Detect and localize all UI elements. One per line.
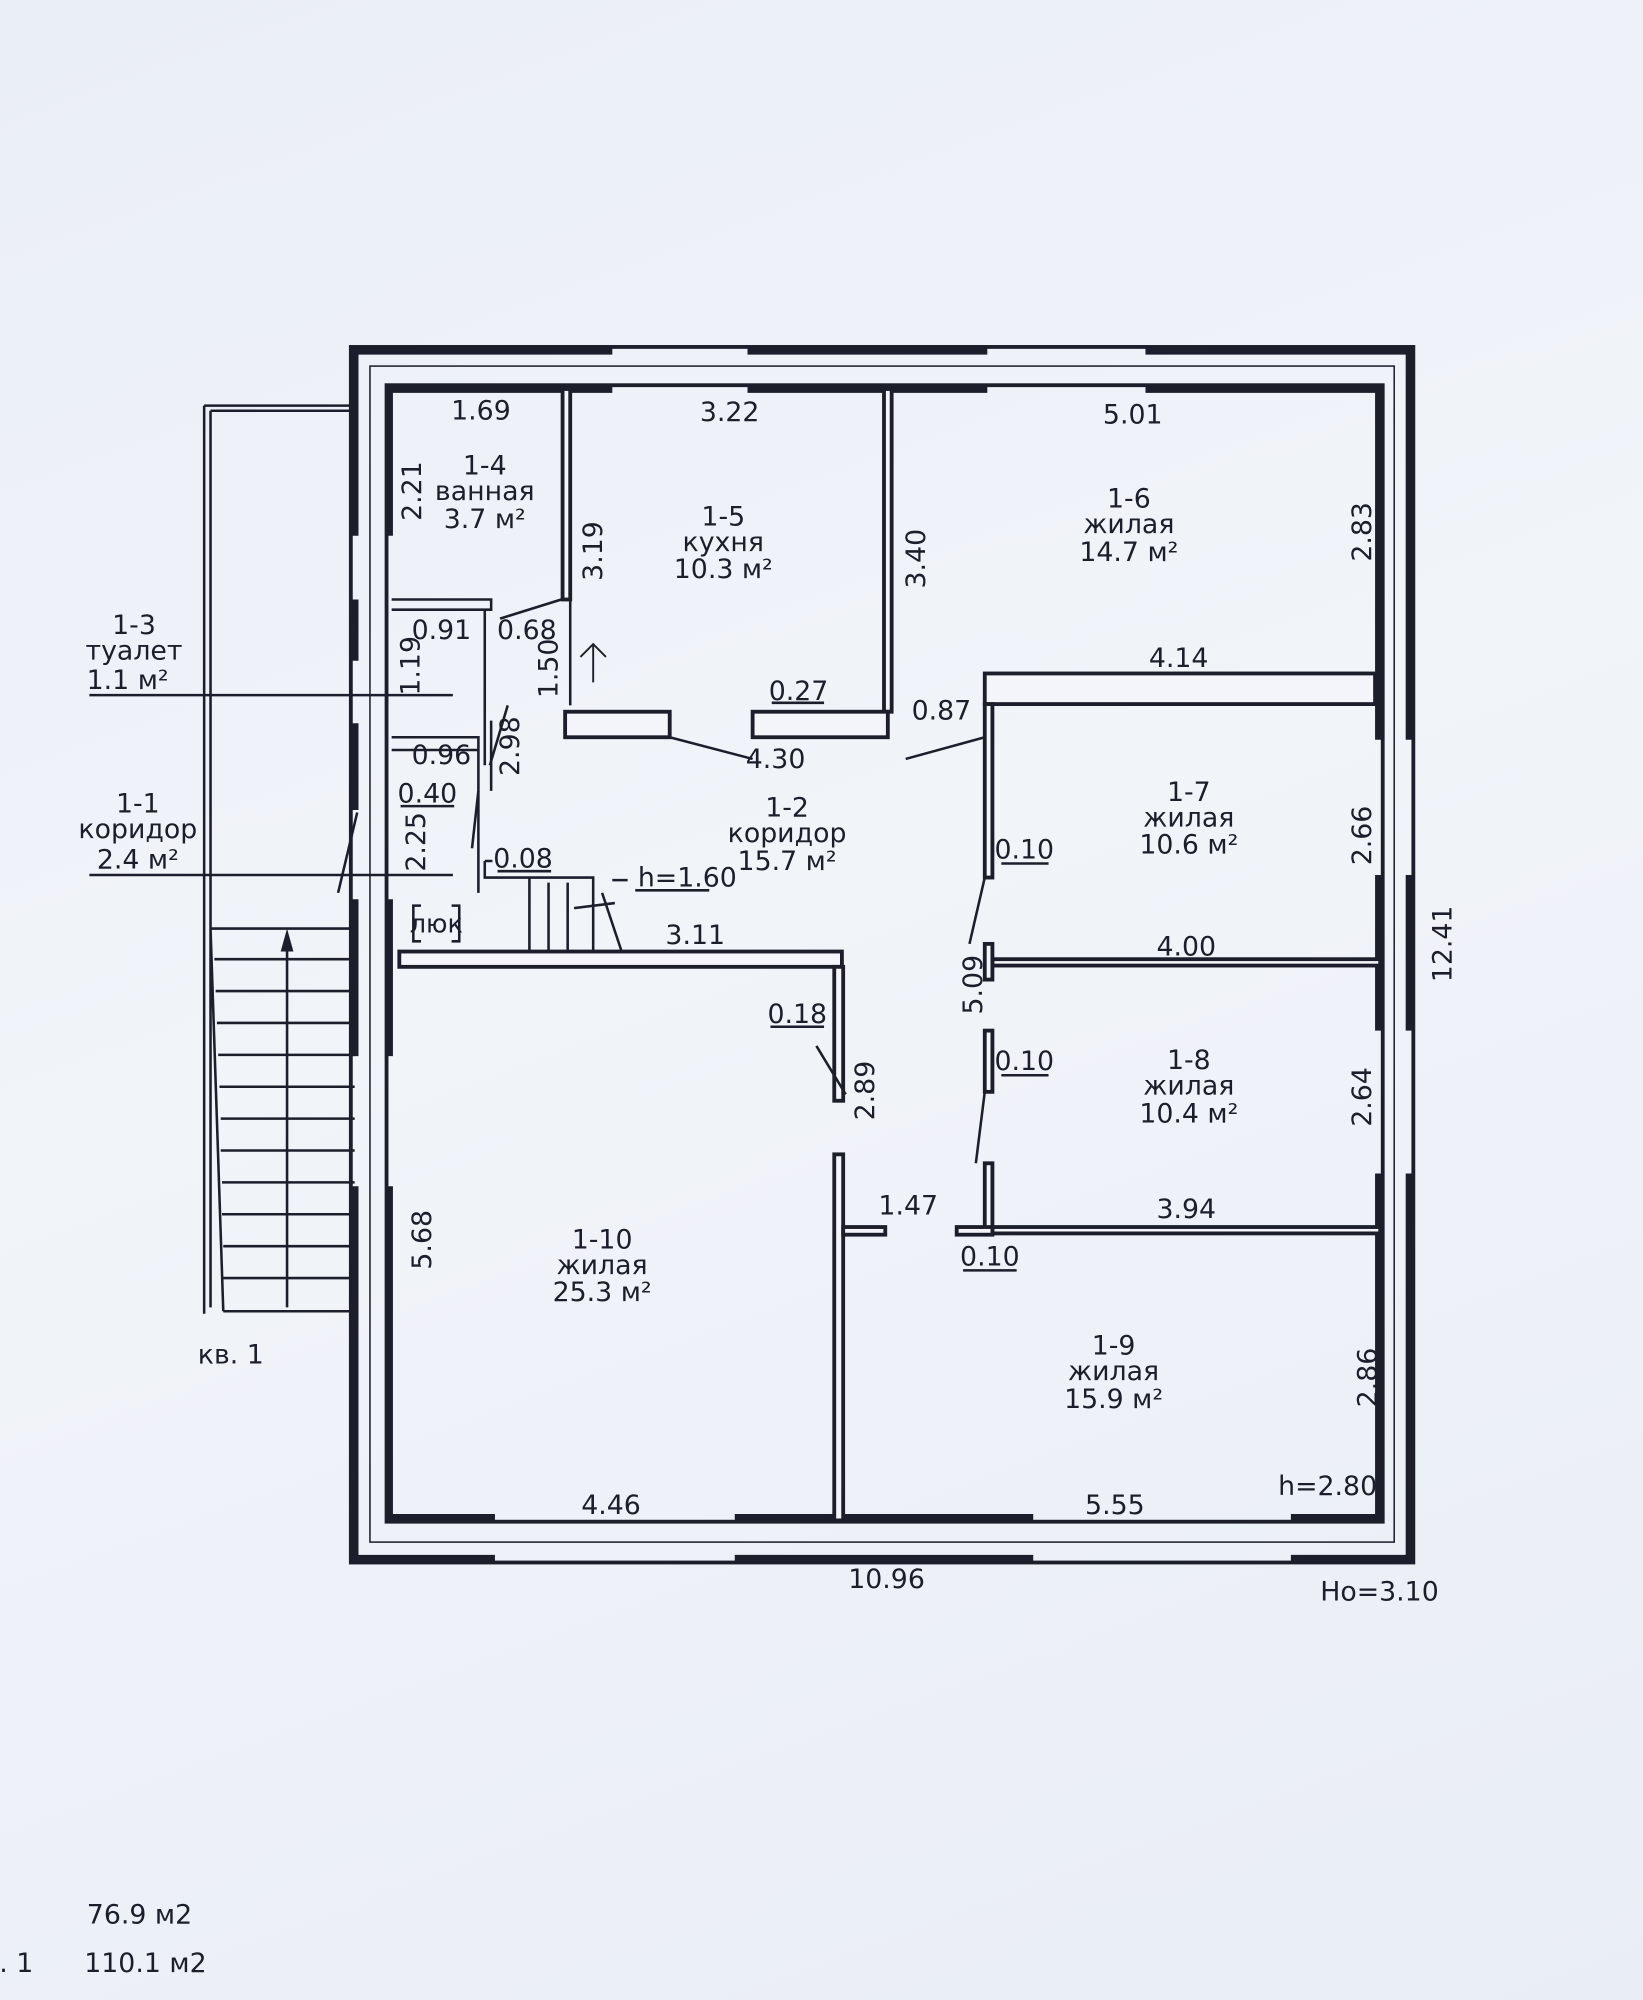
svg-text:1-3: 1-3 [112, 610, 156, 641]
floor-height: Но=3.10 [1320, 1577, 1439, 1608]
dimension: 0.40 [398, 778, 458, 809]
exterior-walls [348, 345, 1416, 1565]
svg-text:1-6: 1-6 [1107, 484, 1151, 515]
interior-walls [336, 387, 1383, 1523]
dimension: 0.10 [995, 1046, 1055, 1077]
plan-notes: h=1.60 h=2.80 Но=3.10 кв. 1 [198, 862, 1439, 1607]
hatch-label: люк [410, 909, 463, 939]
dimension: 5.68 [407, 1210, 438, 1270]
dimension: 2.83 [1347, 502, 1378, 562]
dimension: 5.55 [1085, 1490, 1145, 1521]
svg-text:15.9 м²: 15.9 м² [1064, 1384, 1163, 1415]
apartment-prefix: в. 1 [0, 1948, 33, 1979]
svg-text:3.7 м²: 3.7 м² [444, 504, 526, 535]
svg-text:туалет: туалет [86, 635, 183, 666]
svg-text:10.3 м²: 10.3 м² [674, 554, 773, 585]
dimension: 4.30 [746, 744, 806, 775]
svg-text:жилая: жилая [1068, 1356, 1159, 1387]
ceiling-height: h=2.80 [1278, 1471, 1377, 1502]
apartment-label: кв. 1 [198, 1340, 264, 1371]
dimension: 0.68 [497, 615, 557, 646]
dimension: 0.91 [412, 615, 472, 646]
exterior-stair [202, 404, 355, 1314]
dimension: 1.69 [451, 396, 511, 427]
dimensions-vertical: 2.21 3.19 3.40 2.83 1.19 1.50 2.98 2.25 … [396, 461, 1459, 1407]
svg-text:1-8: 1-8 [1167, 1045, 1211, 1076]
area-totals: 76.9 м2 в. 1 110.1 м2 [0, 1899, 207, 1978]
svg-text:ванная: ванная [435, 476, 535, 507]
svg-text:кухня: кухня [683, 527, 764, 558]
living-area: 76.9 м2 [87, 1899, 192, 1930]
svg-text:1-9: 1-9 [1092, 1331, 1136, 1362]
dimension: 1.19 [396, 636, 427, 696]
interior-stair [483, 859, 628, 951]
dimension: 4.14 [1149, 643, 1209, 674]
svg-text:1-7: 1-7 [1167, 777, 1211, 808]
dimension: 2.21 [397, 461, 428, 521]
dimension: 5.01 [1103, 399, 1163, 430]
dimension: 3.22 [700, 397, 760, 428]
svg-text:коридор: коридор [78, 814, 197, 845]
dimension: 0.18 [767, 999, 827, 1030]
svg-text:1-4: 1-4 [463, 450, 507, 481]
dimension: 2.86 [1352, 1348, 1383, 1408]
dimension: 12.41 [1428, 906, 1459, 983]
svg-text:1-1: 1-1 [116, 788, 160, 819]
dimension: 4.46 [581, 1490, 641, 1521]
dimension: 0.10 [995, 834, 1055, 865]
dimension: 1.50 [533, 639, 564, 699]
svg-text:1.1 м²: 1.1 м² [87, 665, 169, 696]
svg-text:10.6 м²: 10.6 м² [1139, 829, 1238, 860]
dimensions-horizontal: 1.69 3.22 5.01 4.14 0.91 0.68 0.27 0.87 … [398, 396, 1217, 1595]
stair-height: h=1.60 [638, 862, 737, 893]
svg-text:жилая: жилая [557, 1250, 648, 1281]
svg-text:1-5: 1-5 [701, 502, 745, 533]
dimension: 0.08 [493, 843, 553, 874]
dimension: 2.64 [1347, 1067, 1378, 1127]
svg-text:10.4 м²: 10.4 м² [1139, 1098, 1238, 1129]
dimension: 2.89 [850, 1061, 881, 1121]
svg-text:2.4 м²: 2.4 м² [97, 845, 179, 876]
dimension: 5.09 [958, 955, 989, 1015]
svg-text:коридор: коридор [728, 818, 847, 849]
dimension: 0.87 [912, 695, 972, 726]
svg-text:1-10: 1-10 [572, 1225, 633, 1256]
total-area: 110.1 м2 [84, 1948, 206, 1979]
svg-text:14.7 м²: 14.7 м² [1079, 537, 1178, 568]
dimension: 2.25 [401, 812, 432, 872]
svg-text:жилая: жилая [1143, 1070, 1234, 1101]
dimension: 10.96 [848, 1564, 925, 1595]
svg-text:жилая: жилая [1083, 509, 1174, 540]
svg-text:15.7 м²: 15.7 м² [738, 846, 837, 877]
hatch: люк [410, 904, 463, 943]
svg-text:25.3 м²: 25.3 м² [553, 1277, 652, 1308]
dimension: 2.98 [495, 716, 526, 776]
dimension: 2.66 [1347, 806, 1378, 866]
dimension: 0.96 [412, 740, 472, 771]
svg-text:жилая: жилая [1143, 803, 1234, 834]
dimension: 3.94 [1156, 1194, 1216, 1225]
dimension: 4.00 [1156, 931, 1216, 962]
dimension: 3.11 [665, 920, 725, 951]
dimension: 3.19 [578, 521, 609, 581]
dimension: 3.40 [901, 529, 932, 589]
svg-text:1-2: 1-2 [765, 792, 809, 823]
dimension: 1.47 [878, 1190, 938, 1221]
dimension: 0.10 [960, 1241, 1020, 1272]
